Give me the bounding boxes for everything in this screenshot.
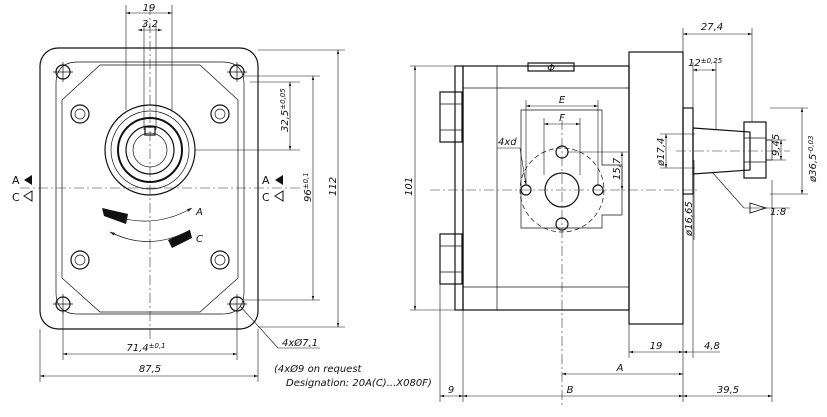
dim-19-top: 19 xyxy=(143,3,156,14)
dim-3-2: 3,2 xyxy=(142,19,158,30)
dim-4-8: 4,8 xyxy=(704,341,720,352)
section-left-A: A xyxy=(12,174,20,187)
rotation-label-A: A xyxy=(195,207,203,218)
note-line-1: (4xØ9 on request xyxy=(274,363,363,375)
side-body xyxy=(462,65,630,311)
dim-A: A xyxy=(616,363,624,374)
dim-B: B xyxy=(567,385,574,396)
dim-101: 101 xyxy=(404,177,415,196)
side-front-cover xyxy=(628,51,684,325)
dim-19-side: 19 xyxy=(650,341,663,352)
arrow-left-A-icon xyxy=(24,175,32,185)
dim-12: 12±0,25 xyxy=(688,57,723,69)
dim-39-5: 39,5 xyxy=(717,385,739,396)
dim-16-65: ø16,65 xyxy=(684,201,695,237)
holes-4xd: 4xd xyxy=(498,137,517,148)
dim-71-4: 71,4±0,1 xyxy=(126,342,165,354)
dim-87-5: 87,5 xyxy=(139,364,161,375)
front-flange-outline xyxy=(39,47,259,330)
bolt-bottom xyxy=(439,233,463,285)
port-pattern xyxy=(519,109,623,233)
holes-leader xyxy=(239,305,279,349)
side-view: Φ E xyxy=(404,22,819,405)
dim-112: 112 xyxy=(328,177,339,196)
rotation-mark-A xyxy=(102,208,128,224)
dim-15-7: 15,7 xyxy=(612,157,623,180)
arrow-right-A-icon xyxy=(275,175,283,185)
corner-hole xyxy=(53,62,73,82)
corner-hole xyxy=(227,62,247,82)
bolt-head xyxy=(70,250,90,270)
dim-9-45: 9,45 xyxy=(771,134,782,156)
dim-F: F xyxy=(559,113,565,124)
bolt-head xyxy=(210,250,230,270)
dim-9: 9 xyxy=(448,385,454,396)
dim-17-4: ø17,4 xyxy=(656,138,667,167)
shaft-key xyxy=(144,126,156,136)
bolt-head xyxy=(210,104,230,124)
section-right-A: A xyxy=(262,174,270,187)
rotation-mark-C xyxy=(168,230,192,248)
arrow-left-C-icon xyxy=(23,190,33,202)
dim-96: 96±0,1 xyxy=(302,172,314,202)
rotation-label-C: C xyxy=(196,234,203,245)
corner-hole xyxy=(53,294,73,314)
note-line-2: Designation: 20A(C)...X080F) xyxy=(286,378,432,389)
phi-label: Φ xyxy=(547,63,555,74)
bolt-head xyxy=(70,104,90,124)
dim-E: E xyxy=(559,95,566,106)
top-boss xyxy=(527,62,575,72)
arrow-right-C-icon xyxy=(274,190,284,202)
tapered-shaft xyxy=(692,127,751,175)
front-view: 19 3,2 32,5±0,05 96±0,1 112 71,4±0,1 87,… xyxy=(12,3,432,389)
shaft xyxy=(104,104,196,196)
front-body-chamfer xyxy=(61,64,239,313)
section-left-C: C xyxy=(12,191,20,204)
taper-label: 1:8 xyxy=(770,207,786,218)
bolt-top xyxy=(439,91,463,143)
taper-icon xyxy=(749,202,768,214)
dim-27-4: 27,4 xyxy=(701,22,723,33)
dim-32-5: 32,5±0,05 xyxy=(279,88,291,132)
holes-label: 4xØ7,1 xyxy=(282,337,318,349)
dim-36-5: ø36,5-0,03 xyxy=(807,135,819,183)
section-right-C: C xyxy=(262,191,270,204)
corner-hole xyxy=(227,294,247,314)
